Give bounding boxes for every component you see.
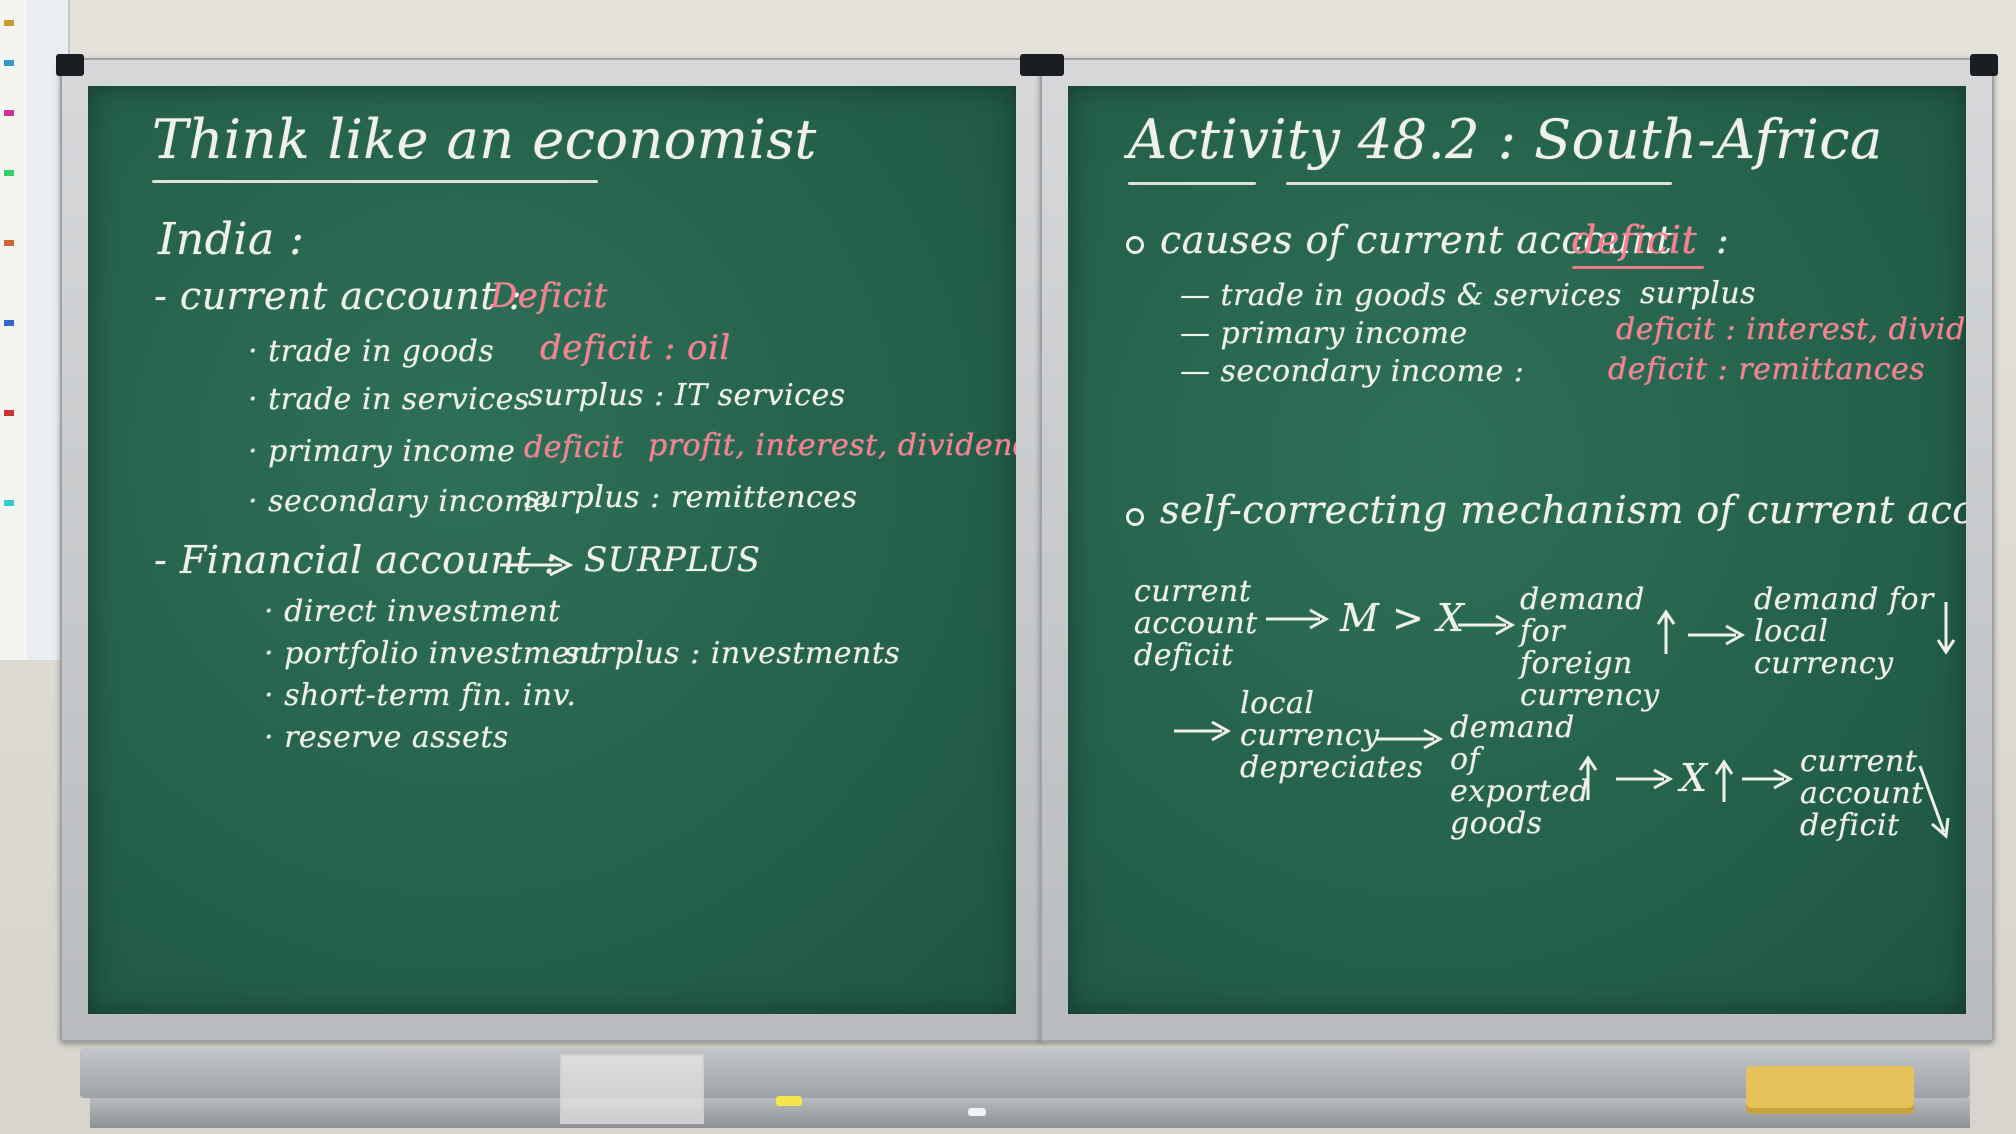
ca-item-value: profit, interest, dividends [648,428,1016,463]
right-chalkboard: Activity 48.2 : South-Africa causes of c… [1068,86,1966,1014]
bullet-icon [1126,508,1144,526]
causes-heading-deficit: deficit [1572,218,1698,262]
fa-item-label: · direct investment [264,594,561,629]
arrow-icon [500,553,574,577]
causes-heading-colon: : [1716,218,1730,262]
left-chalkboard: Think like an economist India : - curren… [88,86,1016,1014]
ca-item-label: · trade in goods [248,334,495,369]
flow-node: demand for local currency [1754,582,1934,681]
arrow-down-icon [1918,765,1950,839]
ca-item-value: deficit [524,430,624,465]
flow-node: demand for foreign currency [1520,582,1660,713]
board-title: Think like an economist [152,108,817,171]
chalk-tray [80,1048,1970,1098]
chalk-box [560,1054,704,1124]
financial-account-label: - Financial account : [154,538,558,582]
flow-node: M > X [1340,596,1465,640]
arrow-up-icon [1578,755,1598,800]
title-underline [152,180,598,183]
ca-item-value: surplus : IT services [528,378,846,413]
left-board-frame: Think like an economist India : - curren… [56,54,1048,1042]
cause-item-label: — primary income [1180,316,1468,351]
current-account-label: - current account : [154,274,523,318]
flow-node: X [1680,756,1708,800]
tray-ledge [90,1098,1970,1128]
arrow-icon [1616,768,1674,790]
causes-heading: causes of current account [1160,218,1673,262]
poster-mark [4,60,14,66]
poster-mark [4,20,14,26]
poster-mark [4,320,14,326]
arrow-down-icon [1936,602,1956,655]
board-sponge [1746,1066,1914,1114]
title-underline [1286,182,1672,185]
flow-node: local currency depreciates [1240,686,1424,785]
frame-clip [56,54,84,76]
ca-item-value: surplus : remittences [524,480,858,515]
flow-node: current account deficit [1800,744,1924,843]
poster-mark [4,500,14,506]
bullet-icon [1126,236,1144,254]
deficit-underline [1572,266,1704,269]
poster-mark [4,240,14,246]
arrow-up-icon [1656,609,1676,654]
frame-clip [1036,54,1064,76]
poster-mark [4,410,14,416]
cause-item-value: deficit : interest, dividends [1616,312,1966,347]
poster-mark [4,170,14,176]
cause-item-label: — trade in goods & services [1180,278,1622,313]
arrow-icon [1688,624,1746,646]
financial-account-value: SURPLUS [584,540,761,580]
cause-item-value: surplus [1640,276,1757,311]
title-underline [1128,182,1256,185]
fa-item-value: surplus : investments [564,636,901,671]
cause-item-value: deficit : remittances [1608,352,1926,387]
fa-item-label: · reserve assets [264,720,509,755]
flow-node: demand of exported goods [1450,710,1590,841]
arrow-icon [1742,768,1794,790]
fa-item-label: · portfolio investment [264,636,603,671]
arrow-icon [1376,728,1444,750]
arrow-up-icon [1714,759,1734,802]
fa-item-label: · short-term fin. inv. [264,678,577,713]
ca-item-label: · primary income [248,434,516,469]
chalk-stick [968,1108,986,1116]
ca-item-label: · secondary income [248,484,552,519]
flow-node: current account deficit [1134,574,1258,673]
chalk-stick [776,1096,802,1106]
country-label: India : [158,214,305,265]
cause-item-label: — secondary income : [1180,354,1525,389]
arrow-icon [1266,608,1330,630]
board-title: Activity 48.2 : South-Africa [1128,108,1883,171]
mechanism-heading: self-correcting mechanism of current acc… [1160,488,1966,532]
arrow-icon [1458,614,1516,636]
ca-item-value: deficit : oil [540,328,731,368]
wall-poster [0,0,70,660]
poster-mark [4,110,14,116]
current-account-value: Deficit [490,276,608,316]
arrow-icon [1174,720,1232,742]
ca-item-label: · trade in services [248,382,530,417]
right-board-frame: Activity 48.2 : South-Africa causes of c… [1036,54,1998,1042]
frame-clip [1970,54,1998,76]
